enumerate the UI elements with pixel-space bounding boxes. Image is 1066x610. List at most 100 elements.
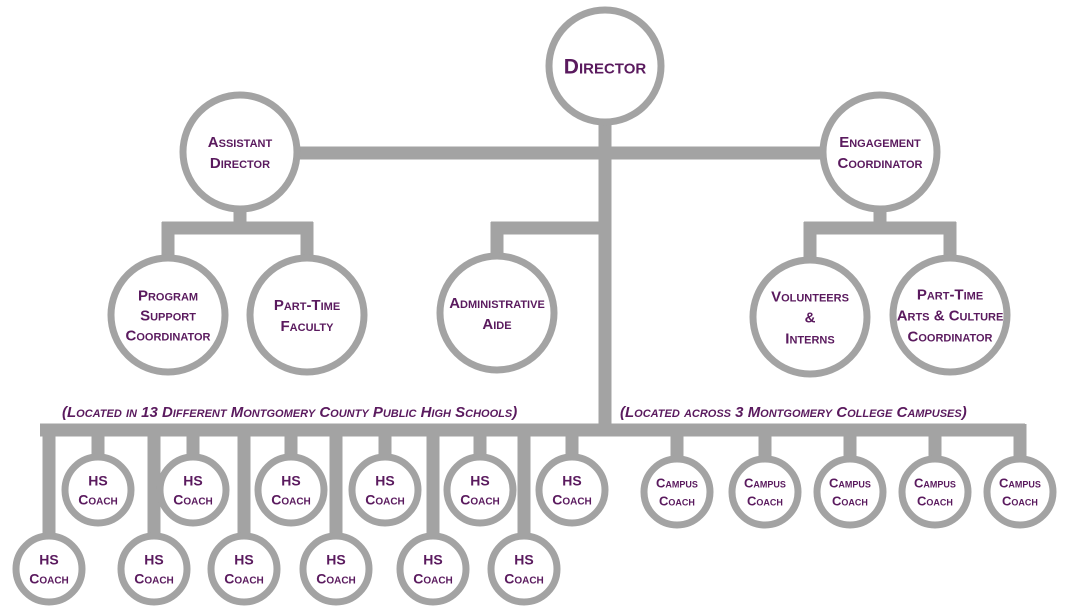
director-node: Director — [545, 6, 665, 126]
campus-coach-3-circle — [813, 455, 887, 529]
part-time-faculty-node-label-2: Faculty — [281, 318, 335, 335]
hs-coach-lower-3-label-2: Coach — [224, 570, 264, 586]
hs-coach-upper-1-circle — [61, 453, 135, 527]
hs-coach-lower-1-circle — [12, 532, 86, 606]
hs-coach-upper-4-label-2: Coach — [365, 491, 405, 507]
campuses-section-label: (Located across 3 Montgomery College Cam… — [620, 404, 967, 421]
hs-coach-lower-1-label-2: Coach — [29, 570, 69, 586]
volunteers-interns-node-label-3: Interns — [785, 330, 834, 347]
campus-coach-4-label-2: Coach — [917, 494, 953, 509]
volunteers-interns-node: Volunteers & Interns — [749, 256, 871, 378]
program-support-coordinator-node-circle — [107, 254, 229, 376]
hs-coach-lower-4: HS Coach — [299, 532, 373, 606]
director-node-label-1: Director — [564, 55, 647, 78]
engagement-coordinator-node-label-2: Coordinator — [838, 155, 923, 172]
hs-coach-lower-4-label-2: Coach — [316, 570, 356, 586]
campus-coach-4-label-1: Campus — [914, 476, 956, 491]
campus-coach-1-circle — [640, 455, 714, 529]
administrative-aide-node-label-1: Administrative — [449, 295, 545, 312]
hs-coach-upper-3-label-2: Coach — [271, 491, 311, 507]
program-support-coordinator-node-label-3: Coordinator — [126, 327, 211, 344]
hs-coach-lower-5-label-2: Coach — [413, 570, 453, 586]
hs-coach-upper-3-circle — [254, 453, 328, 527]
program-support-coordinator-node-label-1: Program — [138, 287, 198, 304]
part-time-arts-culture-node-circle — [889, 254, 1011, 376]
hs-coach-lower-4-label-1: HS — [326, 551, 345, 567]
hs-coach-upper-2-circle — [156, 453, 230, 527]
campus-coach-5-label-2: Coach — [1002, 494, 1038, 509]
hs-coach-lower-6-label-1: HS — [514, 551, 533, 567]
hs-coach-upper-1-label-1: HS — [88, 472, 107, 488]
administrative-aide-node-label-2: Aide — [482, 316, 511, 333]
campus-coach-4-circle — [898, 455, 972, 529]
volunteers-interns-node-label-2: & — [805, 309, 816, 326]
part-time-faculty-node-circle — [246, 254, 368, 376]
assistant-director-node-label-1: Assistant — [208, 134, 273, 151]
hs-coach-upper-1: HS Coach — [61, 453, 135, 527]
hs-coach-upper-4: HS Coach — [348, 453, 422, 527]
hs-coach-lower-2: HS Coach — [117, 532, 191, 606]
assistant-director-node-circle — [179, 91, 301, 213]
hs-coach-upper-3: HS Coach — [254, 453, 328, 527]
hs-coach-upper-2: HS Coach — [156, 453, 230, 527]
hs-coach-upper-2-label-2: Coach — [173, 491, 213, 507]
campus-coach-2-circle — [728, 455, 802, 529]
hs-coach-upper-3-label-1: HS — [281, 472, 300, 488]
connectors — [40, 118, 1027, 538]
nodes: DirectorAssistantDirectorEngagementCoord… — [12, 6, 1057, 606]
hs-coach-lower-2-label-1: HS — [144, 551, 163, 567]
hs-coach-upper-6-label-2: Coach — [552, 491, 592, 507]
hs-coach-lower-5-label-1: HS — [423, 551, 442, 567]
hs-coach-lower-6: HS Coach — [487, 532, 561, 606]
assistant-director-node-label-2: Director — [210, 155, 270, 172]
hs-coach-lower-2-label-2: Coach — [134, 570, 174, 586]
high-schools-section-label: (Located in 13 Different Montgomery Coun… — [62, 404, 517, 421]
part-time-arts-culture-node-label-2: Arts & Culture — [897, 307, 1004, 324]
hs-coach-lower-5-circle — [396, 532, 470, 606]
campus-coach-3-label-1: Campus — [829, 476, 871, 491]
campus-coach-2-label-1: Campus — [744, 476, 786, 491]
hs-coach-lower-4-circle — [299, 532, 373, 606]
hs-coach-upper-6-label-1: HS — [562, 472, 581, 488]
campus-coach-5-label-1: Campus — [999, 476, 1041, 491]
hs-coach-upper-6: HS Coach — [535, 453, 609, 527]
hs-coach-lower-6-label-2: Coach — [504, 570, 544, 586]
part-time-faculty-node-label-1: Part-Time — [274, 297, 340, 314]
part-time-arts-culture-node-label-3: Coordinator — [908, 328, 993, 345]
hs-coach-lower-3: HS Coach — [207, 532, 281, 606]
hs-coach-lower-5: HS Coach — [396, 532, 470, 606]
hs-coach-lower-1: HS Coach — [12, 532, 86, 606]
hs-coach-upper-6-circle — [535, 453, 609, 527]
hs-coach-upper-4-circle — [348, 453, 422, 527]
hs-coach-lower-1-label-1: HS — [39, 551, 58, 567]
hs-coach-upper-1-label-2: Coach — [78, 491, 118, 507]
administrative-aide-node-circle — [436, 252, 558, 374]
hs-coach-lower-2-circle — [117, 532, 191, 606]
hs-coach-lower-3-circle — [207, 532, 281, 606]
program-support-coordinator-node-label-2: Support — [140, 307, 196, 324]
campus-coach-1-label-2: Coach — [659, 494, 695, 509]
volunteers-interns-node-circle — [749, 256, 871, 378]
hs-coach-upper-5-circle — [443, 453, 517, 527]
hs-coach-lower-6-circle — [487, 532, 561, 606]
campus-coach-1-label-1: Campus — [656, 476, 698, 491]
campus-coach-2-label-2: Coach — [747, 494, 783, 509]
campus-coach-3-label-2: Coach — [832, 494, 868, 509]
campus-coach-5-circle — [983, 455, 1057, 529]
hs-coach-lower-3-label-1: HS — [234, 551, 253, 567]
hs-coach-upper-4-label-1: HS — [375, 472, 394, 488]
hs-coach-upper-2-label-1: HS — [183, 472, 202, 488]
volunteers-interns-node-label-1: Volunteers — [771, 288, 849, 305]
